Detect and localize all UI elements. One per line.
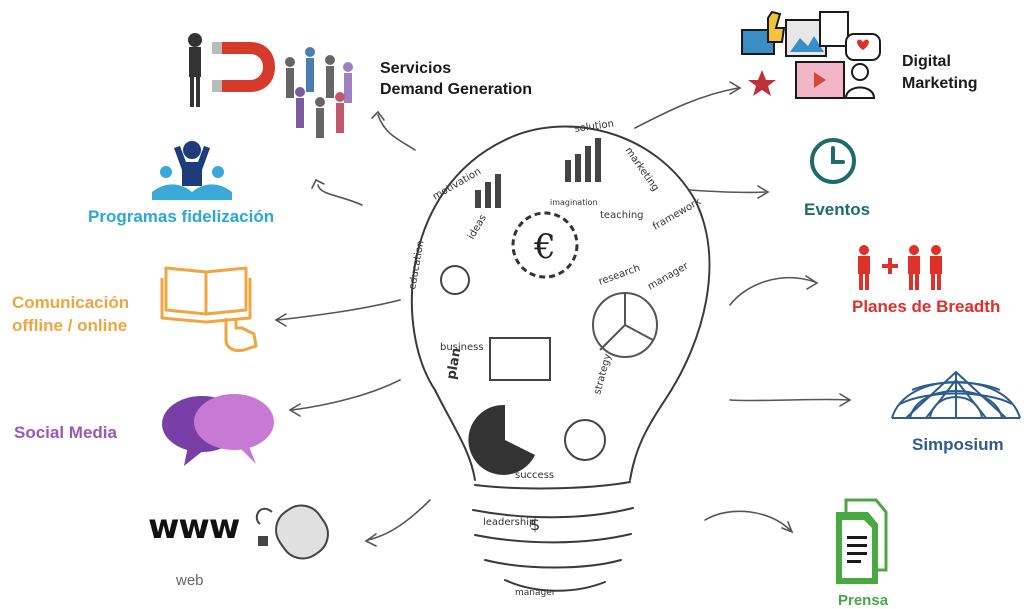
web-label: web [176,572,204,589]
dollar-symbol: $ [530,515,540,534]
speech-bubbles-icon [162,394,274,466]
pie-chart-doodle [468,404,535,475]
planes-label: Planes de Breadth [852,297,1001,316]
word-teaching: teaching [600,210,644,221]
euro-symbol: € [533,227,556,267]
word-business: business [440,342,484,353]
comunicacion-label-line1: Comunicación [12,293,130,312]
media-collage-icon [741,10,881,99]
prensa-label: Prensa [838,592,889,609]
digital-marketing-label-line1: Digital [902,53,951,70]
word-manager-bottom: manager [515,588,556,598]
globe-dome-icon [891,370,1021,419]
word-leadership: leadership [483,517,535,528]
comunicacion-label-line2: offline / online [12,316,128,335]
word-imagination: imagination [550,198,598,207]
computer-mouse-icon [255,504,329,560]
www-text: www [148,507,240,547]
clock-icon [810,138,856,184]
lightbulb-doodle-icon: € business plan success leadership strat… [407,119,711,598]
euro-coin-ring [511,211,579,279]
simposium-label: Simposium [912,435,1004,454]
magnet-people-icon [188,33,353,138]
people-plus-icon [858,245,942,290]
servicios-label-line1: Servicios [380,60,452,77]
word-plan: plan [444,347,464,381]
word-solution: solution [574,119,615,135]
programas-label: Programas fidelización [88,207,275,226]
social-media-label: Social Media [14,423,117,442]
eventos-label: Eventos [804,200,871,219]
raised-hands-icon [152,141,232,200]
book-hand-icon [160,266,258,352]
word-success: success [515,470,554,481]
servicios-label-line2: Demand Generation [380,81,533,98]
digital-marketing-label-line2: Marketing [902,75,978,92]
document-icon [836,498,888,584]
